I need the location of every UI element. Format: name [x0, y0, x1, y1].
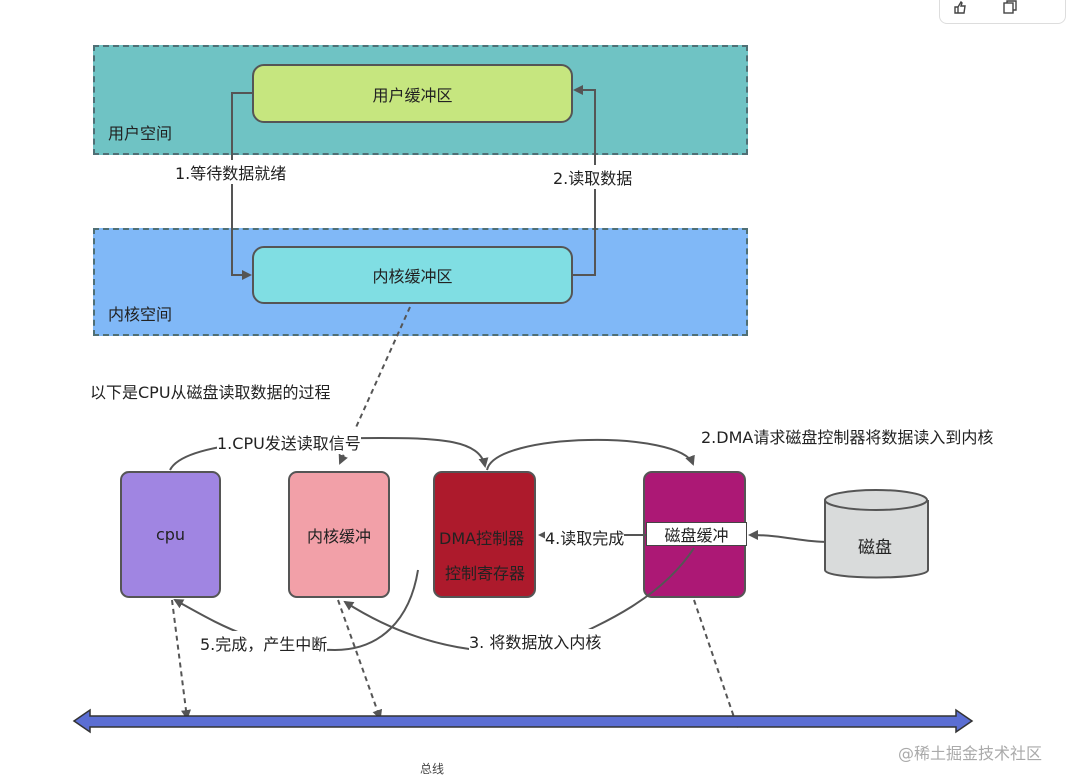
dma-controller-node	[433, 471, 536, 598]
interrupt-arrow	[173, 569, 419, 652]
thumb-icon[interactable]	[952, 0, 968, 15]
disk-icon	[824, 489, 929, 579]
disk-buf-bus-dashed	[693, 599, 740, 728]
cpu-bus-dashed	[171, 599, 191, 720]
step3-label: 3. 将数据放入内核	[469, 629, 602, 653]
disk-buffer-label: 磁盘缓冲	[646, 522, 747, 546]
cpu-node: cpu	[120, 471, 221, 598]
copy-icon[interactable]	[1002, 0, 1018, 15]
disk-label: 磁盘	[858, 538, 892, 558]
kernel-space-label: 内核空间	[108, 305, 173, 324]
step2-label: 2.DMA请求磁盘控制器将数据读入到内核	[701, 428, 994, 447]
step-wait-label: 1.等待数据就绪	[175, 160, 287, 184]
kernel-to-node-dashed	[338, 306, 411, 465]
disk-buffer-text: 磁盘缓冲	[664, 526, 729, 545]
step4-label: 4.读取完成	[545, 525, 625, 549]
wait-arrow	[231, 92, 252, 280]
diagram-caption: 以下是CPU从磁盘读取数据的过程	[90, 383, 331, 402]
user-buffer: 用户缓冲区	[252, 64, 573, 123]
dma-request-arrow	[486, 438, 695, 471]
cpu-label: cpu	[155, 525, 186, 544]
disk-to-buffer-arrow	[748, 530, 829, 543]
floating-toolbar	[939, 0, 1066, 24]
kbuf-bus-dashed	[337, 599, 383, 720]
kernel-buffer-node: 内核缓冲	[288, 471, 390, 598]
kernel-buffer-label: 内核缓冲区	[372, 267, 453, 286]
cpu-signal-arrow	[169, 436, 489, 471]
bus-arrow	[72, 708, 974, 734]
watermark: @稀土掘金技术社区	[898, 744, 1043, 763]
user-buffer-label: 用户缓冲区	[372, 85, 453, 105]
control-register-label: 控制寄存器	[445, 564, 526, 583]
step5-label: 5.完成，产生中断	[200, 631, 328, 655]
step-read-label: 2.读取数据	[553, 165, 633, 189]
user-space-label: 用户空间	[108, 124, 173, 143]
kernel-buffer: 内核缓冲区	[252, 246, 573, 304]
step1-label: 1.CPU发送读取信号	[217, 430, 361, 454]
kernel-buffer-node-label: 内核缓冲	[306, 526, 371, 546]
dma-controller-label: DMA控制器	[439, 529, 525, 548]
bus-label: 总线	[420, 762, 445, 776]
